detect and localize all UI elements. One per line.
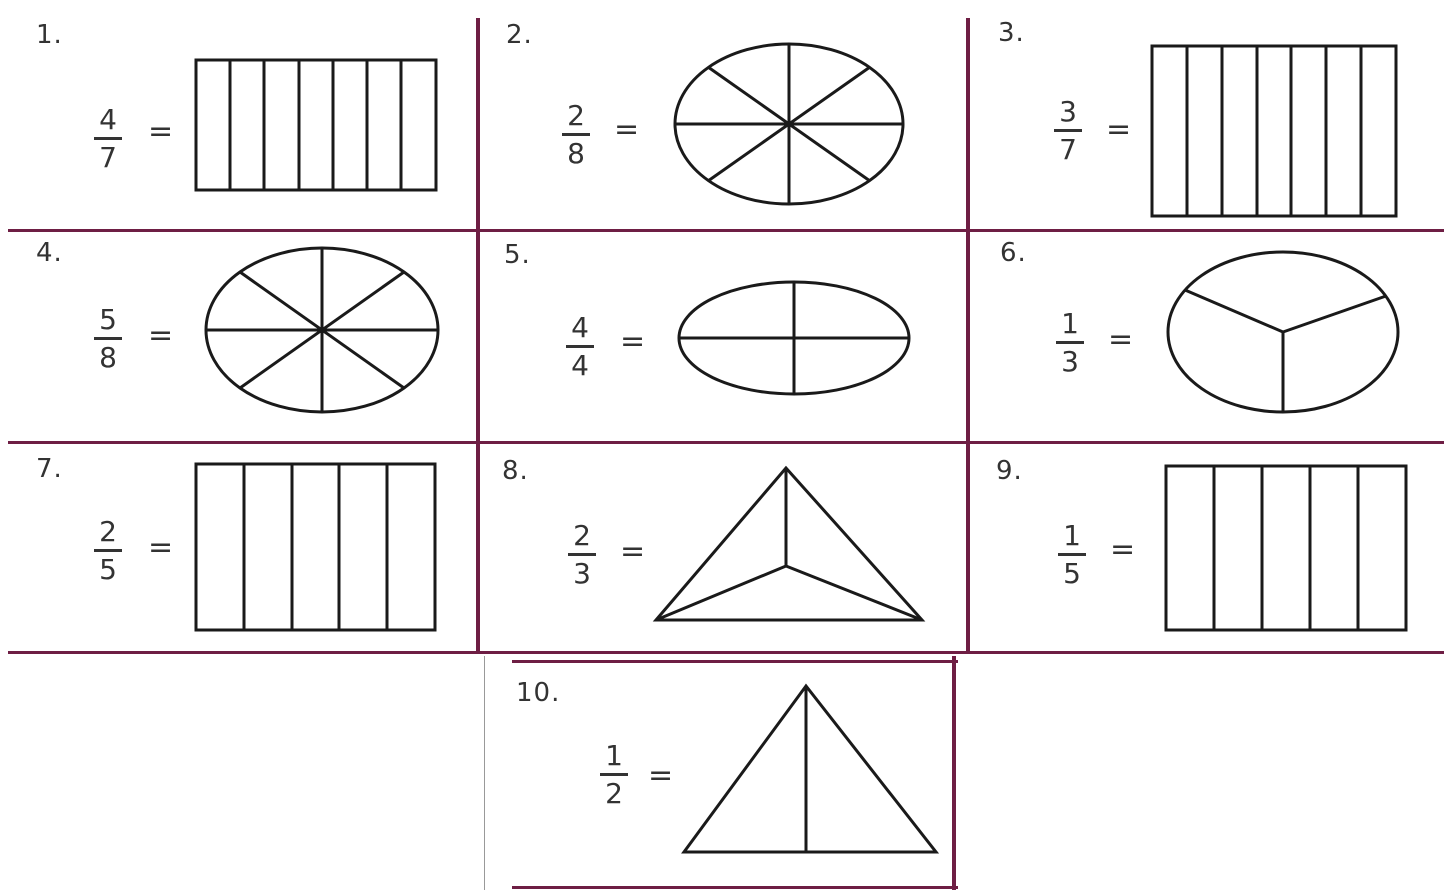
problem-number: 1.: [36, 20, 63, 50]
grid-line-vertical-1: [476, 18, 480, 654]
fraction-denominator: 5: [99, 553, 117, 586]
problem-4: 4. 5 8 =: [10, 232, 476, 441]
circle-3-parts: [1166, 250, 1400, 414]
fraction-numerator: 2: [99, 515, 117, 548]
problem-8: 8. 2 3 =: [480, 444, 966, 651]
fraction-numerator: 3: [1059, 95, 1077, 128]
problem-number: 2.: [506, 20, 533, 50]
fraction-1-5: 1 5: [1054, 520, 1090, 589]
fraction-bar: [94, 137, 122, 140]
circle-8-parts: [673, 42, 905, 206]
fraction-denominator: 7: [1059, 133, 1077, 166]
fraction-numerator: 2: [573, 519, 591, 552]
equals-sign: =: [1106, 112, 1132, 147]
equals-sign: =: [620, 324, 646, 359]
fraction-denominator: 2: [605, 777, 623, 810]
equals-sign: =: [620, 534, 646, 569]
fraction-bar: [1056, 341, 1084, 344]
fraction-denominator: 5: [1063, 557, 1081, 590]
box10-bottom-line: [512, 886, 958, 889]
problem-10: 10. 1 2 =: [486, 664, 950, 886]
rectangle-5-parts: [194, 462, 437, 632]
problem-5: 5. 4 4 =: [480, 232, 966, 441]
problem-number: 5.: [504, 240, 531, 270]
equals-sign: =: [1110, 532, 1136, 567]
grid-line-horizontal-1: [8, 229, 1444, 232]
fraction-numerator: 4: [99, 103, 117, 136]
box10-top-line: [512, 660, 958, 663]
fraction-denominator: 8: [567, 137, 585, 170]
equals-sign: =: [148, 318, 174, 353]
problem-6: 6. 1 3 =: [970, 232, 1446, 441]
fraction-numerator: 2: [567, 99, 585, 132]
rectangle-5-parts: [1164, 464, 1408, 632]
fraction-denominator: 3: [1061, 345, 1079, 378]
problem-number: 3.: [998, 18, 1025, 48]
fraction-1-3: 1 3: [1052, 308, 1088, 377]
fraction-1-2: 1 2: [596, 740, 632, 809]
fraction-numerator: 1: [1061, 307, 1079, 340]
fraction-bar: [562, 133, 590, 136]
fraction-2-3: 2 3: [564, 520, 600, 589]
problem-number: 4.: [36, 238, 63, 268]
circle-4-parts: [677, 280, 911, 396]
grid-line-vertical-2: [966, 18, 970, 654]
problem-number: 6.: [1000, 238, 1027, 268]
problem-3: 3. 3 7 =: [970, 10, 1446, 229]
equals-sign: =: [648, 758, 674, 793]
rectangle-7-parts: [194, 58, 438, 192]
fraction-4-7: 4 7: [90, 104, 126, 173]
fraction-2-8: 2 8: [558, 100, 594, 169]
equals-sign: =: [614, 112, 640, 147]
equals-sign: =: [1108, 322, 1134, 357]
grid-line-horizontal-3: [8, 651, 1444, 654]
problem-number: 10.: [516, 678, 561, 708]
fraction-denominator: 8: [99, 341, 117, 374]
fraction-bar: [566, 345, 594, 348]
fraction-bar: [568, 553, 596, 556]
problem-number: 7.: [36, 454, 63, 484]
fraction-4-4: 4 4: [562, 312, 598, 381]
fraction-5-8: 5 8: [90, 304, 126, 373]
fraction-numerator: 5: [99, 303, 117, 336]
fraction-denominator: 3: [573, 557, 591, 590]
circle-8-parts: [204, 246, 440, 414]
rectangle-7-parts: [1150, 44, 1398, 218]
fraction-3-7: 3 7: [1050, 96, 1086, 165]
box10-right-line: [952, 656, 956, 890]
box10-left-line: [484, 656, 485, 890]
fraction-2-5: 2 5: [90, 516, 126, 585]
fraction-numerator: 4: [571, 311, 589, 344]
problem-9: 9. 1 5 =: [970, 444, 1446, 651]
fraction-bar: [94, 337, 122, 340]
triangle-3-parts: [652, 465, 926, 622]
fraction-denominator: 4: [571, 349, 589, 382]
problem-7: 7. 2 5 =: [10, 444, 476, 651]
fraction-numerator: 1: [605, 739, 623, 772]
fraction-bar: [600, 773, 628, 776]
fraction-bar: [1058, 553, 1086, 556]
problem-number: 9.: [996, 456, 1023, 486]
problem-1: 1. 4 7 =: [10, 10, 476, 229]
fraction-bar: [94, 549, 122, 552]
problem-number: 8.: [502, 456, 529, 486]
fraction-bar: [1054, 129, 1082, 132]
fraction-numerator: 1: [1063, 519, 1081, 552]
triangle-2-parts: [681, 683, 940, 854]
problem-2: 2. 2 8 =: [480, 10, 966, 229]
grid-line-horizontal-2: [8, 441, 1444, 444]
equals-sign: =: [148, 114, 174, 149]
equals-sign: =: [148, 530, 174, 565]
fraction-denominator: 7: [99, 141, 117, 174]
